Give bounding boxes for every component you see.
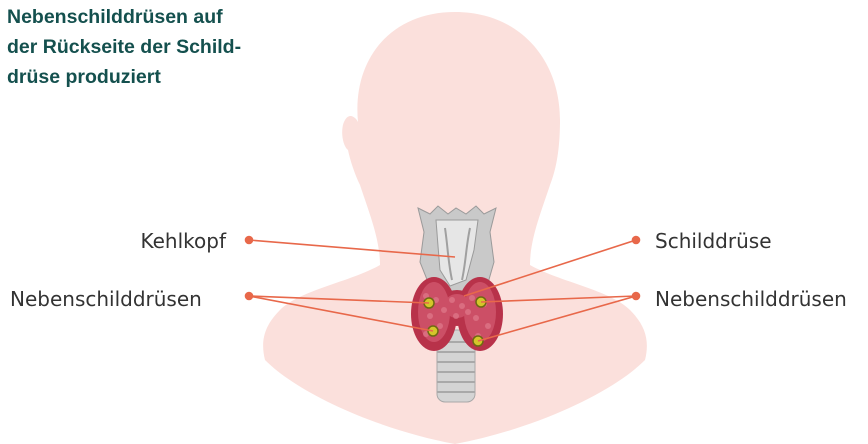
label-nebenschilddruesen-left: Nebenschilddrüsen [10, 287, 202, 311]
title-line-2: der Rückseite der Schild- [7, 32, 317, 62]
label-schilddruese: Schilddrüse [655, 229, 772, 253]
leader-nsd-right-dot [633, 293, 640, 300]
title-line-3: drüse produziert [7, 62, 317, 92]
leader-nsd-left-dot [246, 293, 253, 300]
leader-kehlkopf-dot [246, 237, 253, 244]
label-nebenschilddruesen-right: Nebenschilddrüsen [655, 287, 847, 311]
figure-title: Nebenschilddrüsen auf der Rückseite der … [7, 2, 317, 92]
leader-schild-dot [633, 237, 640, 244]
title-line-1: Nebenschilddrüsen auf [7, 2, 317, 32]
label-kehlkopf: Kehlkopf [141, 229, 227, 253]
